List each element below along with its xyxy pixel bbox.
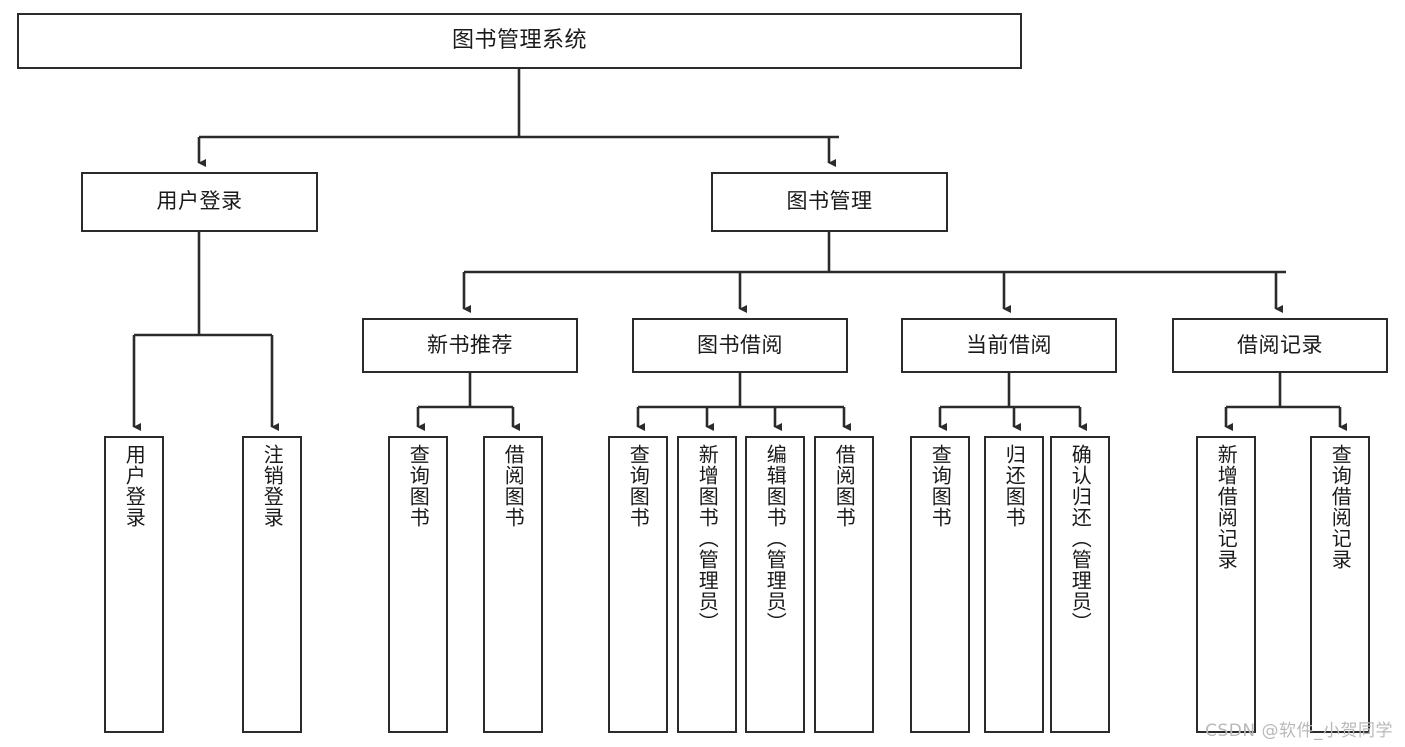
leaf-node-label: 归还图书: [1002, 444, 1027, 528]
leaf-node[interactable]: 确认归还（管理员）: [1050, 436, 1110, 733]
leaf-node-label: 编辑图书（管理员）: [763, 444, 788, 633]
leaf-node-label: 查询图书: [406, 444, 431, 528]
leaf-node[interactable]: 查询图书: [910, 436, 970, 733]
leaf-node-label: 用户登录: [122, 444, 147, 528]
leaf-node-label: 查询图书: [626, 444, 651, 528]
node-book-borrowing[interactable]: 图书借阅: [632, 318, 848, 373]
leaf-node-label: 确认归还（管理员）: [1068, 444, 1093, 633]
leaf-node[interactable]: 新增图书（管理员）: [677, 436, 737, 733]
leaf-node-label: 查询借阅记录: [1328, 444, 1353, 570]
node-new-book-recommendation[interactable]: 新书推荐: [362, 318, 578, 373]
leaf-node[interactable]: 查询图书: [608, 436, 668, 733]
node-current-borrowing[interactable]: 当前借阅: [901, 318, 1117, 373]
leaf-node-label: 查询图书: [928, 444, 953, 528]
leaf-node[interactable]: 借阅图书: [483, 436, 543, 733]
leaf-node-label: 借阅图书: [501, 444, 526, 528]
leaf-node[interactable]: 借阅图书: [814, 436, 874, 733]
node-borrowing-records[interactable]: 借阅记录: [1172, 318, 1388, 373]
node-new-book-recommendation-label: 新书推荐: [427, 332, 513, 357]
node-user-login[interactable]: 用户登录: [81, 172, 318, 232]
node-root[interactable]: 图书管理系统: [17, 13, 1022, 69]
node-root-label: 图书管理系统: [451, 27, 587, 53]
node-borrowing-records-label: 借阅记录: [1237, 332, 1323, 357]
leaf-node-label: 借阅图书: [832, 444, 857, 528]
leaf-node[interactable]: 编辑图书（管理员）: [745, 436, 805, 733]
leaf-node[interactable]: 用户登录: [104, 436, 164, 733]
node-current-borrowing-label: 当前借阅: [966, 332, 1052, 357]
leaf-node[interactable]: 查询借阅记录: [1310, 436, 1370, 733]
node-user-login-label: 用户登录: [156, 189, 243, 214]
leaf-node[interactable]: 新增借阅记录: [1196, 436, 1256, 733]
node-book-management[interactable]: 图书管理: [711, 172, 948, 232]
leaf-node[interactable]: 归还图书: [984, 436, 1044, 733]
leaf-node[interactable]: 注销登录: [242, 436, 302, 733]
node-book-borrowing-label: 图书借阅: [697, 332, 783, 357]
leaf-node-label: 注销登录: [260, 444, 285, 528]
leaf-node-label: 新增图书（管理员）: [695, 444, 720, 633]
leaf-node-label: 新增借阅记录: [1214, 444, 1239, 570]
node-book-management-label: 图书管理: [786, 189, 873, 214]
leaf-node[interactable]: 查询图书: [388, 436, 448, 733]
